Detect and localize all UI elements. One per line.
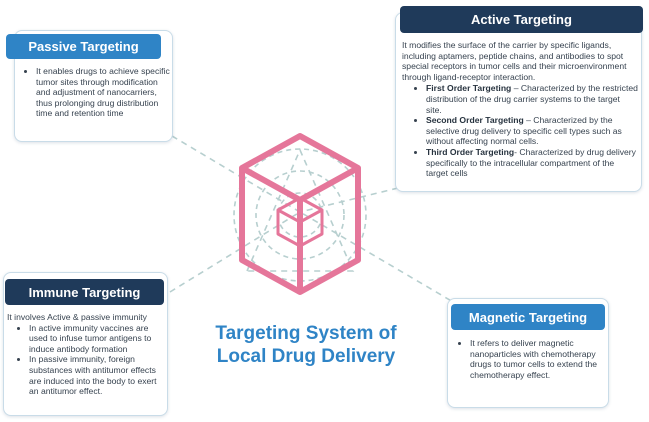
connector-magnetic [299, 211, 461, 307]
immune-targeting-body: It involves Active & passive immunity In… [7, 312, 165, 397]
active-item-first: First Order Targeting – Characterized by… [426, 83, 638, 115]
connector-immune [169, 211, 301, 293]
immune-intro: It involves Active & passive immunity [7, 312, 147, 322]
active-term-first: First Order Targeting [426, 83, 512, 94]
active-targeting-header: Active Targeting [400, 6, 643, 33]
magnetic-bullet: It refers to deliver magnetic nanopartic… [470, 338, 604, 380]
active-text-third: - Characterized by drug delivery specifi… [426, 146, 636, 179]
active-text-first: – Characterized by the restricted distri… [426, 83, 638, 115]
active-targeting-card [395, 12, 642, 192]
active-intro: It modifies the surface of the carrier b… [402, 40, 627, 82]
immune-bullet-passive: In passive immunity, foreign substances … [29, 354, 165, 396]
magnetic-targeting-header: Magnetic Targeting [451, 304, 605, 330]
inner-cube-icon [276, 196, 324, 248]
magnetic-targeting-body: It refers to deliver magnetic nanopartic… [456, 338, 604, 380]
passive-targeting-header: Passive Targeting [6, 34, 161, 59]
active-item-third: Third Order Targeting- Characterized by … [426, 147, 638, 179]
active-targeting-body: It modifies the surface of the carrier b… [402, 40, 638, 179]
circle-middle [255, 170, 345, 260]
passive-targeting-body: It enables drugs to achieve specific tum… [22, 66, 172, 119]
active-term-second: Second Order Targeting [426, 115, 524, 126]
cube-icon [239, 133, 361, 295]
active-term-third: Third Order Targeting [426, 146, 515, 157]
immune-bullet-active: In active immunity vaccines are used to … [29, 323, 165, 355]
diagram-title: Targeting System of Local Drug Delivery [215, 323, 397, 367]
connector-active [299, 187, 399, 213]
active-item-second: Second Order Targeting – Characterized b… [426, 115, 638, 147]
triangle-outline [246, 148, 355, 272]
immune-targeting-header: Immune Targeting [5, 279, 164, 305]
passive-bullet: It enables drugs to achieve specific tum… [36, 66, 172, 119]
active-text-second: – Characterized by the selective drug de… [426, 115, 622, 147]
